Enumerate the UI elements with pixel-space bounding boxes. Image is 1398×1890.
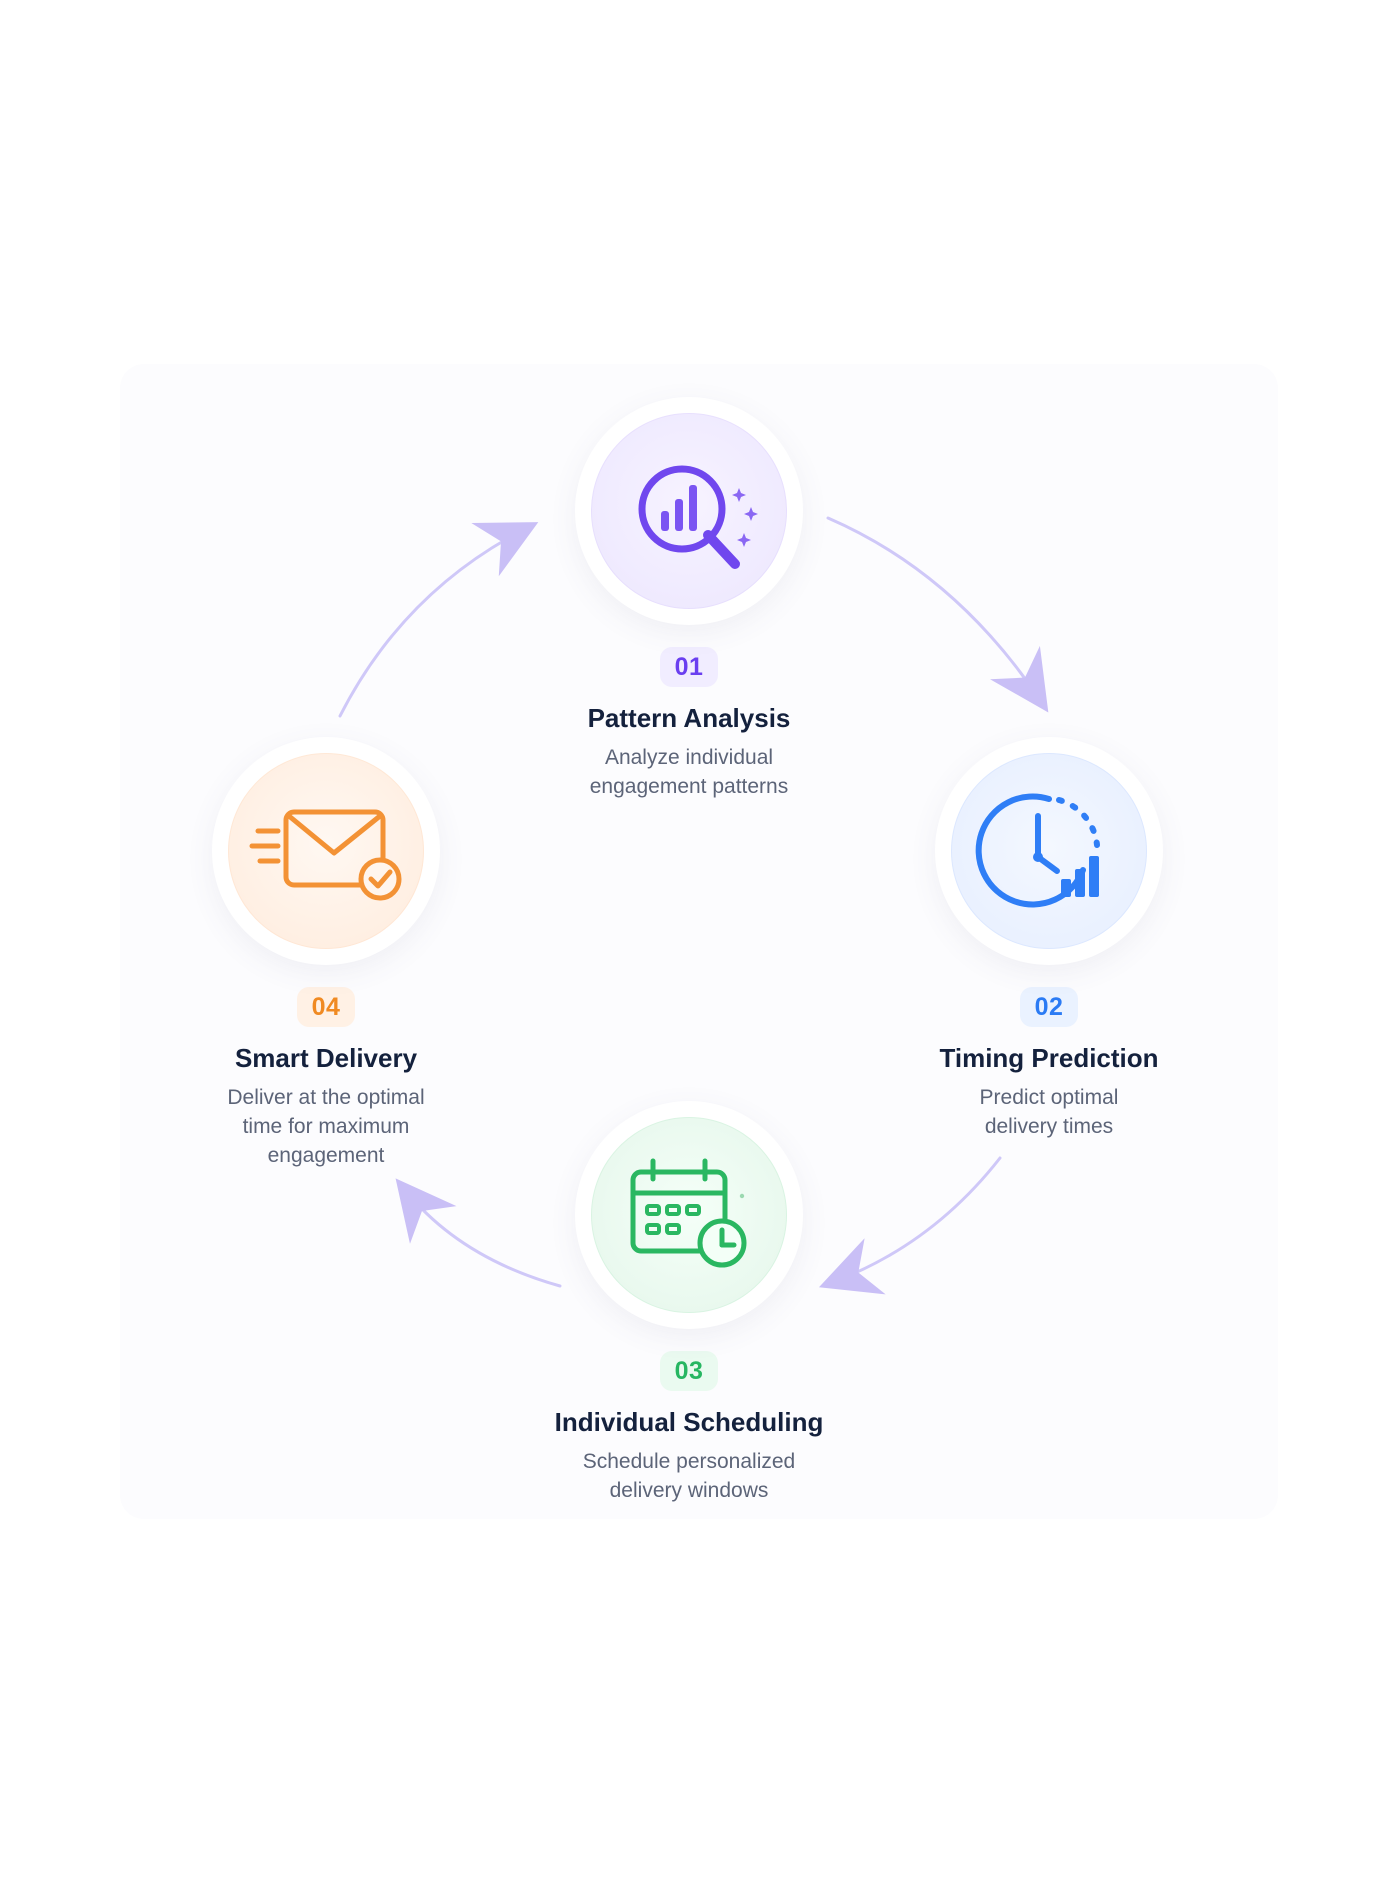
step-number-badge: 03 — [660, 1351, 718, 1391]
step-circle — [212, 737, 440, 965]
step-title: Smart Delivery — [234, 1043, 418, 1073]
step-individual-scheduling: 03 Individual Scheduling Schedule person… — [529, 1101, 849, 1505]
arrow-04-to-01 — [338, 522, 539, 718]
arrow-01-to-02 — [826, 516, 1049, 713]
step-circle-inner — [591, 413, 787, 609]
step-title: Individual Scheduling — [554, 1407, 824, 1437]
step-circle — [935, 737, 1163, 965]
step-title: Timing Prediction — [939, 1043, 1159, 1073]
step-description: Predict optimal delivery times — [979, 1086, 1119, 1138]
step-smart-delivery: 04 Smart Delivery Deliver at the optimal… — [166, 737, 486, 1170]
step-title: Pattern Analysis — [587, 703, 791, 733]
mail-check-icon — [249, 809, 402, 901]
step-circle-inner — [228, 753, 424, 949]
step-number-badge: 04 — [297, 987, 355, 1027]
step-pattern-analysis: 01 Pattern Analysis Analyze individual e… — [529, 397, 849, 801]
step-number-badge: 02 — [1020, 987, 1078, 1027]
step-circle — [575, 1101, 803, 1329]
arrow-02-to-03 — [818, 1156, 1002, 1295]
arrow-03-to-04 — [395, 1178, 562, 1288]
step-timing-prediction: 02 Timing Prediction Predict optimal del… — [889, 737, 1209, 1141]
step-circle-inner — [951, 753, 1147, 949]
clock-chart-icon — [975, 793, 1100, 908]
step-description: Deliver at the optimal time for maximum … — [227, 1086, 425, 1167]
analytics-search-icon — [638, 465, 758, 569]
step-circle — [575, 397, 803, 625]
calendar-clock-icon — [630, 1158, 747, 1268]
step-circle-inner — [591, 1117, 787, 1313]
step-number-badge: 01 — [660, 647, 718, 687]
step-description: Analyze individual engagement patterns — [589, 746, 789, 798]
step-description: Schedule personalized delivery windows — [582, 1450, 796, 1502]
